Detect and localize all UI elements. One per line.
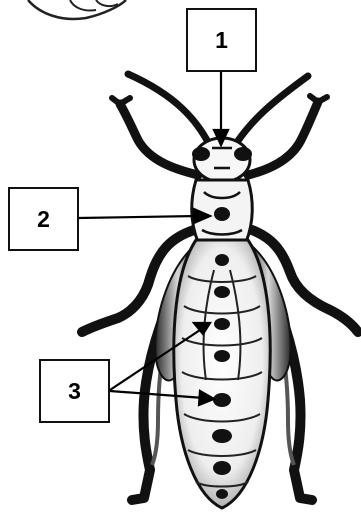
- right-eye: [234, 147, 252, 161]
- label-box-1: 1: [186, 8, 257, 72]
- arrow-2: [79, 216, 198, 218]
- label-box-2: 2: [8, 187, 79, 251]
- left-eye: [192, 147, 210, 161]
- label-box-3: 3: [39, 359, 110, 423]
- leaf-sketch-icon: [28, 0, 126, 19]
